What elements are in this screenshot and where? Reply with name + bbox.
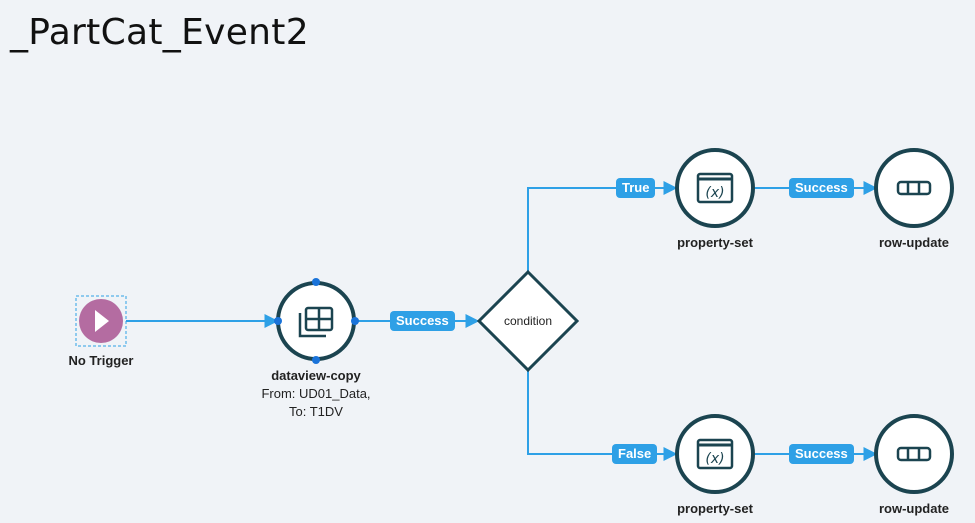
condition-label: condition [503, 314, 553, 328]
dataview-copy-node[interactable] [274, 278, 359, 364]
property-set-false-node[interactable]: (x) [675, 414, 755, 494]
svg-text:(x): (x) [705, 451, 724, 467]
property-set-true-label: property-set [677, 235, 753, 250]
edge-label-success-false: Success [789, 444, 854, 464]
dataview-copy-to: To: T1DV [289, 404, 343, 419]
dataview-copy-from: From: UD01_Data, [261, 386, 371, 401]
condition-node[interactable] [476, 269, 580, 373]
edge-label-success-true: Success [789, 178, 854, 198]
selection-box [75, 295, 127, 347]
variable-x-icon: (x) [696, 172, 734, 204]
edge-condition-false [527, 370, 678, 461]
row-update-true-node[interactable] [874, 148, 954, 228]
play-icon [95, 310, 109, 332]
trigger-node[interactable] [75, 295, 127, 347]
row-update-true-label: row-update [878, 235, 950, 250]
variable-x-icon: (x) [696, 438, 734, 470]
property-set-false-label: property-set [677, 501, 753, 516]
svg-text:(x): (x) [705, 185, 724, 201]
row-icon [896, 446, 932, 462]
row-icon [896, 180, 932, 196]
edge-label-success: Success [390, 311, 455, 331]
edge-condition-true [527, 181, 678, 272]
row-update-false-node[interactable] [874, 414, 954, 494]
row-update-false-label: row-update [878, 501, 950, 516]
edge-label-true: True [616, 178, 656, 198]
page-title: _PartCat_Event2 [10, 12, 309, 53]
dataview-copy-label: dataview-copy [271, 368, 361, 383]
table-icon [298, 306, 334, 338]
edge-label-false: False [612, 444, 658, 464]
property-set-true-node[interactable]: (x) [675, 148, 755, 228]
trigger-label: No Trigger [68, 353, 134, 368]
